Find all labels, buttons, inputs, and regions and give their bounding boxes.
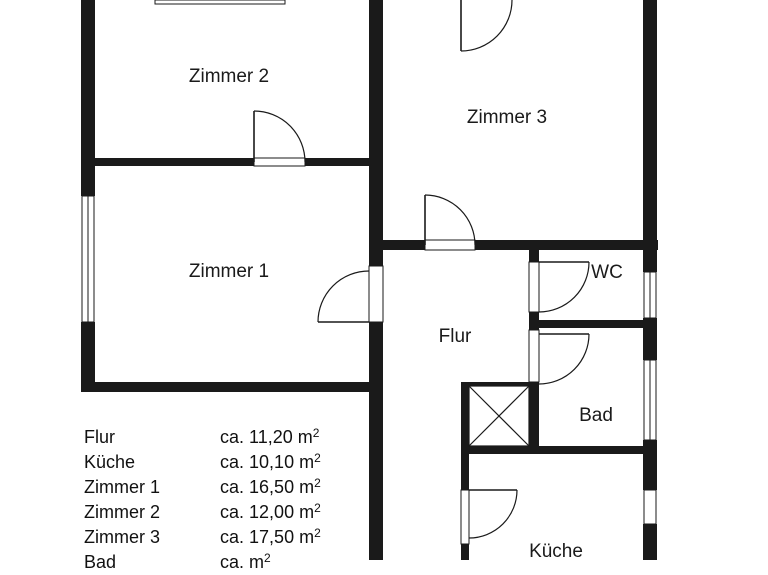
wall-east-lower xyxy=(643,440,657,490)
window-z2-north xyxy=(154,0,286,5)
wall-z2-z1-right xyxy=(305,158,369,166)
door-sill-z2 xyxy=(253,157,306,167)
door-sill-kitchen xyxy=(460,489,470,545)
wall-east-upper xyxy=(643,0,657,272)
room-label-zimmer2: Zimmer 2 xyxy=(189,66,269,87)
area-value: ca. 11,20 m2 xyxy=(220,426,320,447)
room-label-bad: Bad xyxy=(579,405,613,426)
wall-west-upper xyxy=(81,0,95,196)
wall-z3-south-left xyxy=(383,240,425,250)
wall-z1-south xyxy=(81,382,381,392)
door-arc-bad xyxy=(538,333,590,385)
area-value: ca. 10,10 m2 xyxy=(220,451,321,472)
area-name: Bad xyxy=(84,552,117,572)
area-name: Zimmer 1 xyxy=(84,477,160,497)
wall-east-bottom xyxy=(643,524,657,560)
windows xyxy=(81,0,657,525)
area-row-flur: Flur ca. 11,20 m2 xyxy=(84,425,364,450)
room-label-flur: Flur xyxy=(439,326,472,347)
wall-wc-west xyxy=(529,250,539,262)
door-arc-z3 xyxy=(424,194,476,246)
area-row-zimmer3: Zimmer 3 ca. 17,50 m2 xyxy=(84,525,364,550)
window-kitchen-east xyxy=(643,489,657,525)
wall-kitchen-west xyxy=(461,454,469,490)
room-labels: Zimmer 2 Zimmer 3 Zimmer 1 Flur WC Bad K… xyxy=(189,66,623,560)
area-value: ca. m2 xyxy=(220,551,271,572)
area-row-zimmer1: Zimmer 1 ca. 16,50 m2 xyxy=(84,475,364,500)
area-name: Zimmer 3 xyxy=(84,527,160,547)
door-sill-z1 xyxy=(368,265,384,323)
area-list: Flur ca. 11,20 m2 Küche ca. 10,10 m2 Zim… xyxy=(84,425,364,575)
wall-shaft-west xyxy=(461,382,469,456)
door-sill-z3 xyxy=(424,239,476,251)
wall-bad-south xyxy=(461,446,643,454)
door-sill-bad xyxy=(528,329,540,383)
door-arc-z1 xyxy=(317,270,370,323)
door-arc-wc xyxy=(538,261,590,313)
door-arc-kitchen xyxy=(468,489,518,539)
doors xyxy=(253,0,590,545)
area-value: ca. 12,00 m2 xyxy=(220,501,321,522)
door-arc-z3-top xyxy=(460,0,513,52)
room-label-zimmer1: Zimmer 1 xyxy=(189,261,269,282)
shaft xyxy=(468,385,530,447)
wall-east-mid xyxy=(643,318,657,360)
wall-shaft-north xyxy=(461,382,537,386)
area-row-kueche: Küche ca. 10,10 m2 xyxy=(84,450,364,475)
area-value: ca. 17,50 m2 xyxy=(220,526,321,547)
area-row-zimmer2: Zimmer 2 ca. 12,00 m2 xyxy=(84,500,364,525)
wall-west-lower xyxy=(81,322,95,392)
area-name: Zimmer 2 xyxy=(84,502,160,522)
wall-wc-bad xyxy=(539,320,643,328)
room-label-wc: WC xyxy=(591,262,623,283)
wall-z3-south-right xyxy=(475,240,658,250)
door-arc-z2 xyxy=(253,110,306,163)
area-value: ca. 16,50 m2 xyxy=(220,476,321,497)
area-name: Flur xyxy=(84,427,115,447)
wall-center-upper xyxy=(369,0,383,266)
room-label-kueche: Küche xyxy=(529,541,583,560)
room-label-zimmer3: Zimmer 3 xyxy=(467,107,547,128)
area-name: Küche xyxy=(84,452,136,472)
wall-bad-west xyxy=(529,382,539,450)
door-sill-wc xyxy=(528,261,540,313)
wall-wc-west-low xyxy=(529,312,539,330)
wall-center-lower xyxy=(369,322,383,560)
wall-kitchen-west-low xyxy=(461,544,469,560)
floor-plan: Zimmer 2 Zimmer 3 Zimmer 1 Flur WC Bad K… xyxy=(81,0,658,560)
area-row-bad: Bad ca. m2 xyxy=(84,550,364,575)
walls xyxy=(81,0,658,560)
wall-z2-z1 xyxy=(95,158,254,166)
